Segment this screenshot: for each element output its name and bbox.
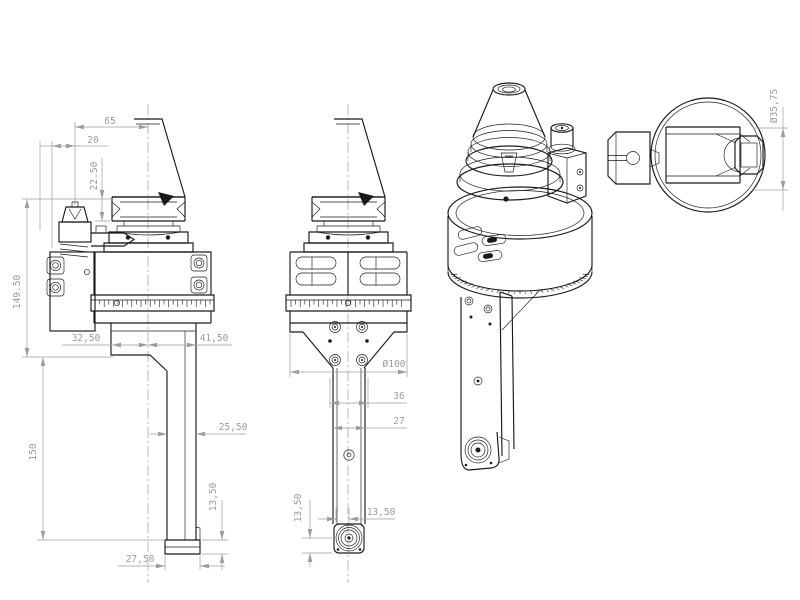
- front-view-dimensions: Ø100 36 27 13,50 13,50: [289, 334, 408, 567]
- dim-150: 150: [28, 443, 39, 460]
- detail-dimensions: Ø35,75: [753, 89, 788, 211]
- dim-25-50: 25,50: [219, 422, 248, 433]
- dim-41-50: 41,50: [200, 333, 229, 344]
- dim-20: 20: [87, 135, 99, 146]
- dim-dia-100: Ø100: [383, 359, 406, 370]
- dim-13-50-side: 13,50: [208, 482, 219, 511]
- side-view-geometry: [46, 118, 215, 555]
- dim-dia-35-75: Ø35,75: [769, 89, 780, 123]
- side-view-dimensions: 65 20 22.50 149.50 150 32,50 41: [12, 116, 248, 570]
- isometric-geometry: [447, 82, 593, 471]
- front-view-geometry: [285, 118, 412, 554]
- dim-22-50: 22.50: [89, 161, 100, 190]
- detail-geometry: [607, 97, 766, 213]
- dim-27: 27: [393, 416, 404, 427]
- front-scale-ticks: [290, 300, 402, 307]
- dim-13-50-front-v: 13,50: [293, 493, 304, 522]
- side-view: 65 20 22.50 149.50 150 32,50 41: [12, 104, 248, 583]
- front-view: Ø100 36 27 13,50 13,50: [285, 104, 412, 583]
- detail-view: Ø35,75: [607, 89, 788, 213]
- dim-149-50: 149.50: [12, 275, 23, 310]
- dim-13-50-front-h: 13,50: [367, 507, 396, 518]
- iso-scale-ticks: [450, 273, 590, 294]
- isometric-view: [447, 82, 593, 471]
- dim-27-50: 27,50: [126, 554, 155, 565]
- dim-32-50: 32,50: [72, 333, 101, 344]
- side-scale-ticks: [94, 300, 211, 307]
- dim-36: 36: [393, 391, 405, 402]
- dim-65: 65: [104, 116, 115, 127]
